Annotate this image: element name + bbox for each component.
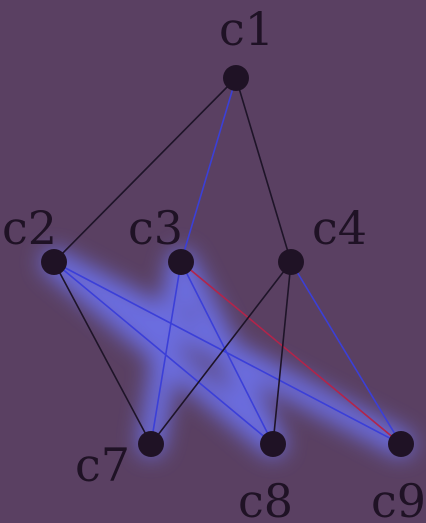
node-c1 [223,65,249,91]
node-c4 [278,249,304,275]
edge-c4-c7 [150,261,292,445]
edge-c1-c2 [53,77,237,263]
edge-c3-c9 [180,261,402,445]
edge-c2-c8 [53,261,274,445]
node-label-c3: c3 [128,201,183,255]
edge-c4-c8 [272,261,292,445]
edge-c3-c8 [180,261,274,445]
edge-c1-c4 [235,77,292,263]
node-c9 [388,431,414,457]
nodes [41,65,414,457]
node-label-c7: c7 [75,438,130,492]
node-label-c9: c9 [371,474,426,523]
node-label-c8: c8 [238,474,293,523]
edge-c2-c7 [53,261,152,445]
node-c8 [260,431,286,457]
edge-c1-c3 [180,77,237,263]
node-label-c4: c4 [312,201,367,255]
edge-c3-c7 [150,261,182,445]
node-label-c2: c2 [2,201,57,255]
node-c2 [41,249,67,275]
node-label-c1: c1 [219,2,274,56]
edge-c4-c9 [290,261,402,445]
node-c3 [168,249,194,275]
edges [53,77,402,445]
node-c7 [138,431,164,457]
